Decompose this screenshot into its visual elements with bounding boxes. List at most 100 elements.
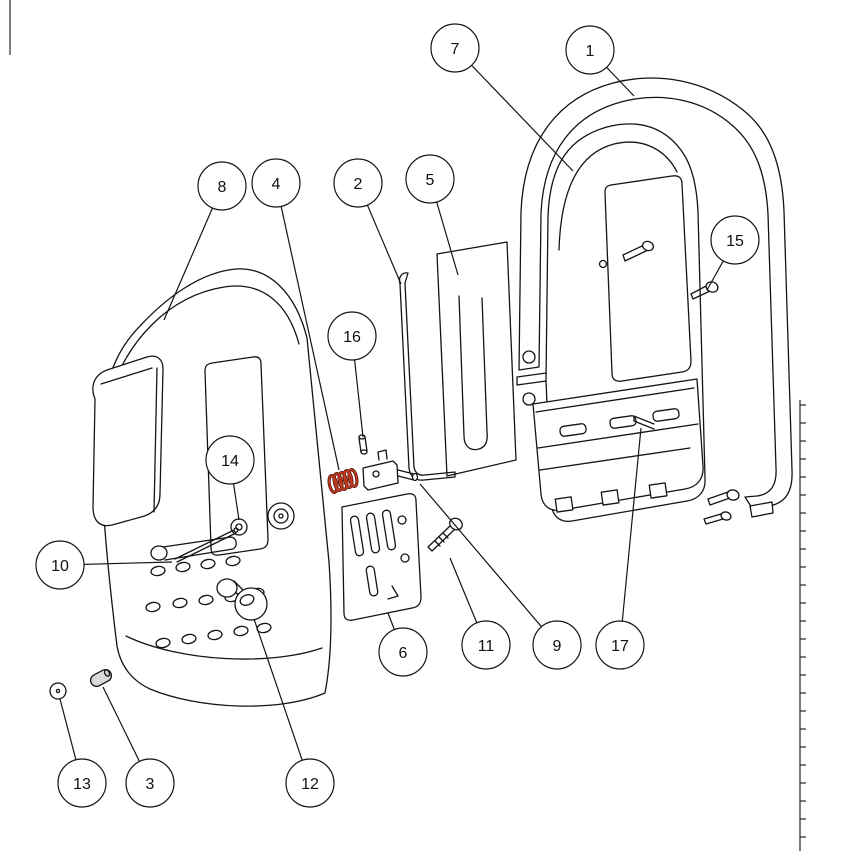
tray-latch-pin [633, 415, 655, 430]
latch-boss-center [278, 513, 284, 519]
part-3-body [89, 669, 113, 687]
tray-screw-lower-shaft [703, 513, 724, 525]
leader-line-9 [419, 483, 558, 646]
pin-16 [358, 434, 368, 455]
vent-hole [172, 597, 188, 609]
plate-slot-4 [365, 565, 379, 597]
tray-slot-1 [559, 423, 587, 437]
outer-frame-outline [518, 77, 793, 509]
balloon-number-3: 3 [146, 776, 155, 793]
part-13-ring [49, 682, 67, 700]
callout-6: 6 [378, 612, 428, 677]
outer-arch-frame [518, 77, 793, 518]
balloon-circle-11 [461, 620, 511, 670]
side-flap-outline [92, 355, 164, 527]
panel-screw-shaft [622, 244, 647, 262]
balloon-number-9: 9 [553, 638, 562, 655]
callout-2: 2 [333, 158, 402, 285]
tray-screw-upper-shaft [707, 491, 731, 506]
inner-door-rim-line [558, 141, 678, 251]
vent-hole [200, 558, 216, 570]
plate-hole-2 [400, 553, 410, 563]
leader-line-7 [454, 47, 574, 172]
middle-parts [327, 241, 517, 621]
plate-hole-1 [397, 515, 407, 525]
door-handle [150, 527, 239, 563]
handle-bar [162, 536, 237, 561]
right-door-assembly [516, 77, 793, 525]
balloon-number-7: 7 [451, 41, 460, 58]
side-flap-lines [100, 367, 158, 513]
handle-knob [216, 578, 268, 621]
tray-foot-1 [554, 496, 574, 513]
callout-3: 3 [102, 686, 175, 808]
part-13-circle [49, 682, 67, 700]
callout-8: 8 [163, 161, 247, 321]
latch-boss-mid [273, 508, 289, 524]
balloon-circle-6 [378, 627, 428, 677]
inner-door-window [604, 175, 692, 382]
vent-hole [207, 629, 223, 641]
latch-boss-outer [267, 502, 295, 530]
vent-hole [181, 633, 197, 645]
balloon-number-15: 15 [726, 233, 744, 250]
vent-hole [175, 561, 191, 573]
balloon-number-6: 6 [399, 645, 408, 662]
callout-15: 15 [706, 215, 760, 291]
balloon-circle-10 [35, 540, 85, 590]
glass-gasket-channel [458, 295, 488, 451]
balloon-circle-15 [710, 215, 760, 265]
tray-slot-3 [652, 408, 680, 422]
left-door-arch-rim [109, 285, 300, 397]
screw-11-threads [434, 532, 449, 547]
panel-screw [622, 240, 655, 262]
vent-hole [150, 565, 166, 577]
leader-line-12 [253, 618, 311, 784]
pin-16-bottom [360, 449, 368, 455]
hinge-tray-outline [532, 378, 704, 512]
left-door-bottom-rim [125, 635, 323, 660]
spring-coil-highlight [328, 468, 358, 494]
latch-pin [397, 469, 415, 481]
inner-door-hole [598, 259, 608, 269]
plate-slot-2 [365, 512, 381, 554]
handle-ball-end [150, 545, 168, 561]
frame-screw-15-shaft [690, 284, 711, 300]
tray-screw-upper-head [726, 489, 740, 501]
tray-slot-2 [609, 415, 637, 429]
balloon-circle-16 [327, 311, 377, 361]
vent-hole [198, 594, 214, 606]
balloon-number-5: 5 [426, 172, 435, 189]
balloon-number-8: 8 [218, 179, 227, 196]
balloon-circle-9 [532, 620, 582, 670]
handle-screw-tip [233, 527, 239, 533]
callout-17: 17 [595, 427, 645, 670]
callout-1: 1 [565, 25, 635, 97]
mounting-plate-outline [341, 493, 422, 621]
balloon-circle-3 [125, 758, 175, 808]
sheet-edge-marks [9, 0, 806, 851]
screw-11-head [449, 517, 463, 531]
tray-foot-2 [600, 489, 620, 506]
part-3-end [103, 669, 111, 677]
right-edge-ticks [800, 404, 806, 838]
pin-16-top [358, 434, 366, 440]
balloon-circle-5 [405, 154, 455, 204]
frame-screw-15 [690, 281, 719, 300]
balloon-circle-14 [205, 435, 255, 485]
mounting-plate [341, 493, 422, 621]
callout-10: 10 [35, 540, 173, 590]
leader-line-17 [619, 427, 642, 646]
part-3-pin [89, 669, 113, 687]
part-13-center [55, 688, 61, 694]
spring-loop-highlight [328, 474, 338, 494]
artwork [49, 77, 793, 707]
latch-boss [267, 502, 295, 530]
balloon-circle-7 [430, 23, 480, 73]
balloon-circle-12 [285, 758, 335, 808]
hinge-tray-ribs [535, 387, 699, 471]
tray-screw-lower-head [720, 511, 732, 521]
balloon-number-12: 12 [301, 776, 319, 793]
glass-panel-outline [436, 241, 517, 477]
